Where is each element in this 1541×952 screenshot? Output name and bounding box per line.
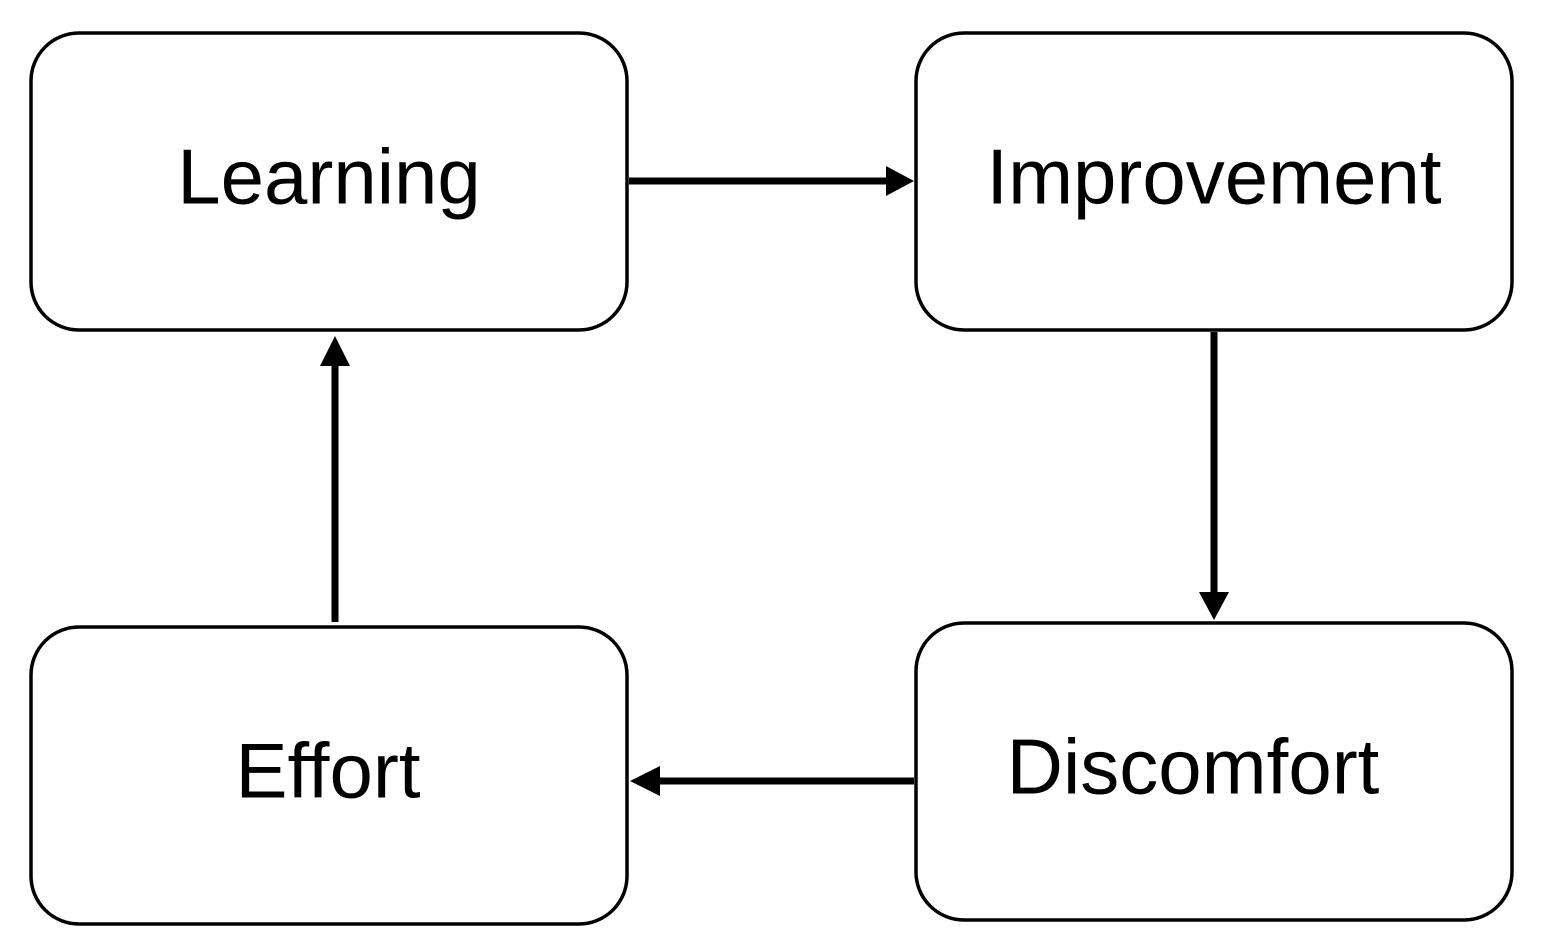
node-learning: Learning	[29, 31, 629, 332]
arrow-effort-to-learning	[320, 336, 350, 622]
arrow-learning-to-improvement-head	[886, 166, 914, 196]
node-effort-label: Effort	[236, 727, 421, 815]
node-effort: Effort	[29, 625, 629, 926]
arrow-discomfort-to-effort	[630, 766, 914, 796]
node-improvement-box	[914, 31, 1514, 332]
node-improvement: Improvement	[914, 31, 1514, 332]
arrow-discomfort-to-effort-head	[630, 766, 660, 796]
node-learning-box	[29, 31, 629, 332]
node-effort-box	[29, 625, 629, 926]
arrow-improvement-to-discomfort	[1199, 332, 1229, 620]
node-discomfort-label: Discomfort	[1007, 723, 1380, 811]
node-discomfort: Discomfort	[914, 621, 1514, 922]
arrow-improvement-to-discomfort-head	[1199, 592, 1229, 620]
node-learning-label: Learning	[177, 133, 481, 221]
node-improvement-label: Improvement	[986, 133, 1441, 221]
arrow-effort-to-learning-head	[320, 336, 350, 366]
node-discomfort-box	[914, 621, 1514, 922]
arrow-learning-to-improvement	[629, 166, 914, 196]
